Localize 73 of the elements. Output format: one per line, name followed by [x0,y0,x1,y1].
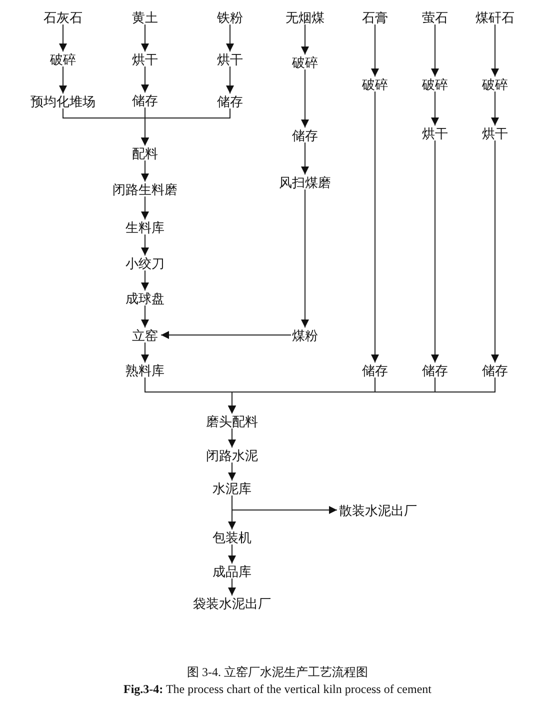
figure-caption: 图 3-4. 立窑厂水泥生产工艺流程图 [186,664,369,681]
process-step: 烘干 [216,52,244,66]
flow-arrow [301,24,309,55]
flow-arrow [141,24,149,52]
process-step: 储存 [421,362,449,378]
flow-arrow [491,91,499,126]
flow-arrow [491,140,499,363]
flow-arrow [371,24,379,77]
flow-arrow [431,24,439,77]
process-step: 煤粉 [291,328,319,342]
process-step: 破碎 [49,52,77,66]
process-step: 成球盘 [124,290,166,306]
process-step: 萤石 [421,10,449,24]
process-step: 破碎 [291,54,319,70]
process-step: 储存 [361,362,389,378]
process-step: 破碎 [361,76,389,92]
flow-arrow [141,342,149,363]
process-step: 预均化堆场 [30,94,96,108]
flow-arrow [491,24,499,77]
process-step: 袋装水泥出厂 [192,596,272,610]
flow-arrow [141,234,149,256]
process-step: 散装水泥出厂 [338,502,418,518]
process-step: 水泥库 [212,480,252,496]
flow-arrow [141,160,149,182]
process-step: 小绞刀 [124,256,166,270]
process-step: 破碎 [481,76,509,92]
flow-arrow [228,495,236,530]
process-step: 风扫煤磨 [278,174,332,190]
process-step: 无烟煤 [284,10,326,24]
process-step: 配料 [131,146,159,160]
process-step: 储存 [291,128,319,142]
flow-arrow [141,305,149,328]
process-step: 烘干 [481,126,509,140]
flow-arrow [226,24,234,52]
flow-arrow [141,108,230,146]
flow-arrow [141,270,149,291]
process-step: 熟料库 [124,362,166,378]
process-step: 石灰石 [42,10,84,24]
process-step: 立窑 [131,328,159,342]
process-step: 破碎 [421,76,449,92]
flow-arrow [371,91,379,363]
flow-arrow [228,428,236,448]
process-step: 储存 [216,94,244,108]
process-step: 烘干 [421,126,449,140]
flow-arrow [59,24,67,52]
flow-arrow [226,66,234,94]
flow-arrow [301,142,309,175]
flow-arrow [141,196,149,220]
process-step: 生料库 [124,220,166,234]
process-step: 储存 [481,362,509,378]
process-step: 铁粉 [216,10,244,24]
flow-arrow [228,377,496,414]
process-step: 黄土 [131,10,159,24]
process-step: 磨头配料 [205,414,259,428]
flow-arrow [228,544,236,564]
flow-arrow [228,462,236,481]
flow-arrow [228,578,236,596]
process-step: 闭路水泥 [205,448,259,462]
figure-caption-english: Fig.3-4: The process chart of the vertical kiln process of cement [122,682,432,697]
flow-arrow [141,66,149,93]
flow-arrow [59,66,67,94]
flow-arrow [431,91,439,126]
process-step: 煤矸石 [474,10,516,24]
flow-arrow [160,331,292,339]
flow-arrow [301,189,309,328]
process-step: 闭路生料磨 [112,182,178,196]
process-step: 储存 [131,92,159,108]
process-step: 烘干 [131,52,159,66]
flow-arrow [431,140,439,363]
process-step: 包装机 [212,530,252,544]
process-step: 石膏 [361,10,389,24]
process-step: 成品库 [212,564,252,578]
flow-arrow [301,69,309,128]
